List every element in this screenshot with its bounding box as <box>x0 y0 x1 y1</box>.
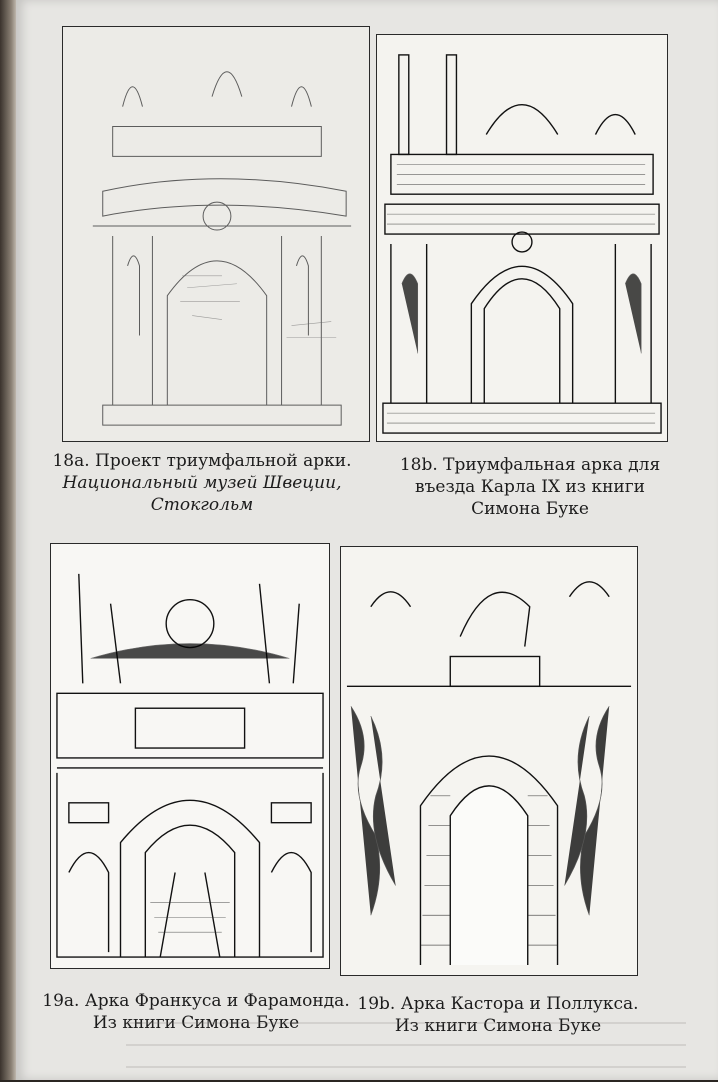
book-gutter <box>0 0 16 1080</box>
figure-18b-image <box>376 34 668 442</box>
caption-line: Из книги Симона Буке <box>92 1013 299 1033</box>
caption-line: Из книги Симона Буке <box>346 1015 650 1037</box>
caption-line: Стокгольм <box>150 495 254 515</box>
caption-line: въезда Карла IX из книги <box>415 477 645 497</box>
book-page: 18а. Проект триумфальной арки. Националь… <box>16 0 718 1082</box>
figure-18b-caption: 18b. Триумфальная арка для въезда Карла … <box>380 454 680 520</box>
caption-line: Симона Буке <box>471 499 589 519</box>
caption-line: 18b. Триумфальная арка для <box>399 455 661 475</box>
caption-line: Национальный музей Швеции, <box>62 473 342 493</box>
figure-18a-caption: 18а. Проект триумфальной арки. Националь… <box>32 450 372 516</box>
figure-19a-image <box>50 543 330 969</box>
figure-18a-image <box>62 26 370 442</box>
caption-line: 18а. Проект триумфальной арки. <box>52 451 352 471</box>
figure-19b-caption: 19b. Арка Кастора и Поллукса. Из книги С… <box>346 993 650 1037</box>
caption-line: 19b. Арка Кастора и Поллукса. <box>357 994 639 1014</box>
show-through-text <box>126 1022 686 1082</box>
figure-19a-caption: 19а. Арка Франкуса и Фарамонда. Из книги… <box>36 990 356 1034</box>
caption-line: 19а. Арка Франкуса и Фарамонда. <box>42 991 350 1011</box>
figure-19b-image <box>340 546 638 976</box>
